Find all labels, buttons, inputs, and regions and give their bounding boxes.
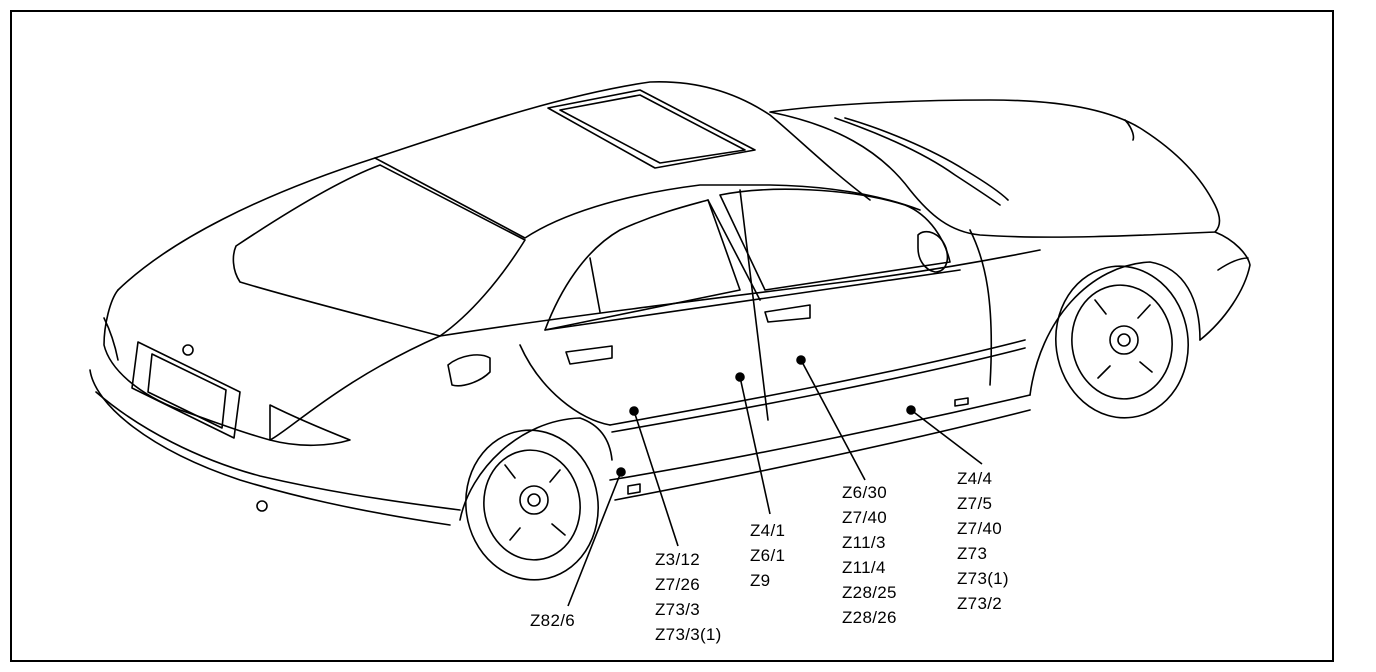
front-bumper [1199,231,1251,341]
callout-point-rear-door-lower [629,406,639,416]
sunroof [547,89,756,169]
rear-door-window [544,199,741,331]
leader-z6-30 [800,359,866,481]
callout-point-rocker-panel [906,405,916,415]
roof-outline [117,81,871,291]
callout-label-group-rocker-panel: Z4/4 Z7/5 Z7/40 Z73 Z73(1) Z73/2 [957,466,1009,616]
rear-door-handle [565,345,613,365]
callout-label: Z73/3 [655,600,700,619]
callout-label: Z4/1 [750,521,786,540]
callout-label: Z7/26 [655,575,700,594]
callout-label: Z28/26 [842,608,897,627]
callout-label: Z4/4 [957,469,993,488]
front-door-handle [764,304,811,323]
callout-label: Z73 [957,544,988,563]
fuel-door [447,354,491,387]
rear-wheel [465,429,599,581]
callout-label: Z6/30 [842,483,887,502]
callout-label-group-front-door-center: Z6/30 Z7/40 Z11/3 Z11/4 Z28/25 Z28/26 [842,480,897,630]
leader-z4-4 [910,409,983,465]
callout-point-rear-door-center [735,372,745,382]
callout-label: Z11/3 [842,533,886,552]
leader-z3-12 [633,410,679,547]
rear-bumper [89,369,451,526]
rear-window [232,164,526,337]
callout-label: Z73/2 [957,594,1002,613]
diagram-frame [10,10,1334,662]
callout-label: Z7/5 [957,494,993,513]
callout-label-group-rear-door-center: Z4/1 Z6/1 Z9 [750,518,785,593]
callout-label: Z73(1) [957,569,1009,588]
leader-z4-1 [739,376,771,515]
callout-label-group-rear-door-lower: Z3/12 Z7/26 Z73/3 Z73/3(1) [655,547,722,647]
tail-light [269,404,351,447]
callout-label: Z9 [750,571,771,590]
door-shut-line [739,189,769,421]
rocker-panel [609,394,1031,481]
front-wheel-arch [1029,261,1201,396]
license-plate [131,341,241,439]
side-molding [609,339,1026,426]
callout-point-front-door-center [796,355,806,365]
callout-label: Z6/1 [750,546,786,565]
leader-z82-6 [567,471,622,607]
rear-wheel-arch [459,417,613,521]
beltline [439,249,1041,337]
callout-label: Z3/12 [655,550,700,569]
callout-label: Z11/4 [842,558,886,577]
callout-label: Z82/6 [530,611,575,630]
callout-label-group-rear-wheel-arch: Z82/6 [530,608,575,633]
hood [769,99,1221,238]
callout-label: Z7/40 [957,519,1002,538]
front-wheel [1054,265,1190,419]
callout-label: Z7/40 [842,508,887,527]
callout-label: Z73/3(1) [655,625,722,644]
callout-point-rear-wheel-arch [616,467,626,477]
callout-label: Z28/25 [842,583,897,602]
